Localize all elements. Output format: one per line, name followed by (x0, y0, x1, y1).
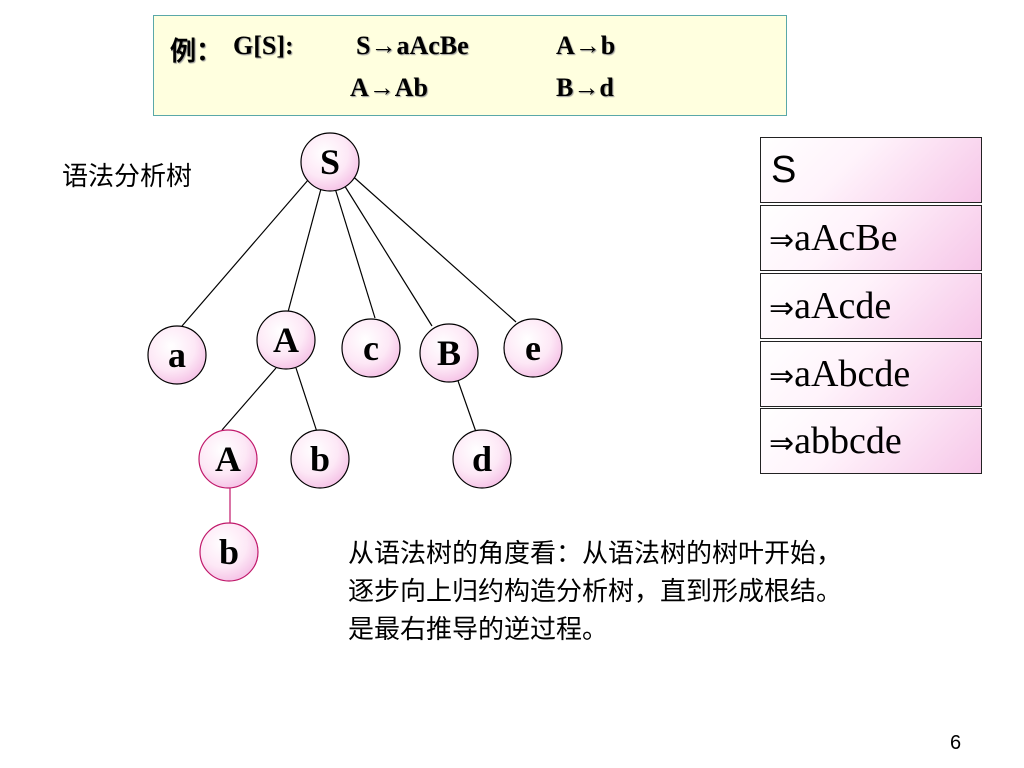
edge-s-e (347, 171, 517, 323)
explanation-note: 从语法树的角度看：从语法树的树叶开始， 逐步向上归约构造分析树，直到形成根结。 … (348, 535, 1012, 649)
derivation-step-start: S (760, 137, 982, 203)
svg-text:A: A (215, 439, 241, 479)
grammar-example-label: 例： (170, 37, 223, 66)
derives-arrow-icon: ⇒ (769, 291, 795, 326)
derivation-step-text: S (771, 149, 797, 191)
note-line-1: 从语法树的角度看：从语法树的树叶开始， (348, 539, 843, 569)
tree-node-e: e (503, 318, 563, 378)
derivation-step-1: ⇒aAcBe (760, 205, 982, 271)
tree-node-b-nonterminal: B (419, 323, 479, 383)
note-line-2: 逐步向上归约构造分析树，直到形成根结。 (348, 577, 843, 607)
derivation-step-text: aAbcde (794, 353, 911, 395)
tree-node-c: c (341, 318, 401, 378)
derives-arrow-icon: ⇒ (769, 223, 795, 258)
derivation-step-text: abbcde (794, 420, 902, 462)
tree-node-a-upper: A (256, 310, 316, 370)
derives-arrow-icon: ⇒ (769, 359, 795, 394)
tree-node-d: d (452, 429, 512, 489)
svg-text:b: b (310, 439, 330, 479)
tree-node-b-lower: b (199, 522, 259, 582)
parse-tree-title: 语法分析树 (62, 162, 193, 192)
derives-arrow-icon: ⇒ (769, 426, 795, 461)
svg-text:c: c (363, 328, 379, 368)
edge-a1-a2 (221, 367, 277, 431)
tree-node-s: S (300, 132, 360, 192)
grammar-rule-s: S→aAcBe (356, 31, 469, 60)
grammar-rule-a-b: A→b (556, 31, 616, 60)
edge-s-a (181, 171, 316, 327)
svg-text:b: b (219, 532, 239, 572)
page-number: 6 (950, 732, 962, 754)
edge-b-d (456, 377, 477, 433)
derivation-step-2: ⇒aAcde (760, 273, 982, 339)
grammar-rule-a-ab: A→Ab (350, 73, 429, 102)
svg-text:A: A (273, 320, 299, 360)
tree-node-a: a (147, 325, 207, 385)
derivation-step-text: aAcde (794, 285, 892, 327)
svg-text:e: e (525, 328, 541, 368)
svg-text:a: a (168, 335, 186, 375)
grammar-rule-b-d: B→d (556, 73, 614, 102)
note-line-3: 是最右推导的逆过程。 (348, 615, 609, 645)
edge-s-a1 (287, 184, 323, 313)
edge-s-c (333, 184, 376, 319)
tree-edges (181, 171, 517, 525)
derivation-step-4: ⇒abbcde (760, 408, 982, 474)
derivation-step-text: aAcBe (794, 217, 898, 259)
svg-text:B: B (437, 333, 461, 373)
grammar-box (153, 15, 787, 116)
svg-text:S: S (320, 142, 340, 182)
grammar-name: G[S]: (233, 31, 294, 60)
tree-node-b-upper: b (290, 429, 350, 489)
edge-s-b (340, 179, 433, 327)
tree-node-a-lower: A (198, 429, 258, 489)
svg-text:d: d (472, 439, 492, 479)
derivation-step-3: ⇒aAbcde (760, 341, 982, 407)
edge-a1-b1 (295, 367, 318, 433)
